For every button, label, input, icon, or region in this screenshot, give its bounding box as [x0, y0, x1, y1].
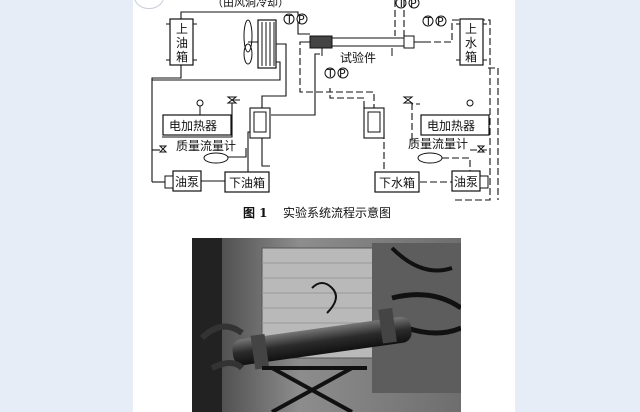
fan-icon	[243, 19, 258, 65]
lower-water-tank	[374, 171, 420, 193]
figure-title: 实验系统流程示意图	[283, 205, 391, 220]
water-filter-inner-right	[367, 111, 381, 133]
temperature-gauge-icon: T	[326, 67, 334, 80]
gauge-group-bottom: T P	[324, 67, 349, 80]
pressure-gauge-icon	[466, 99, 474, 107]
upper-oil-tank-label-1: 上	[176, 22, 188, 36]
upper-water-tank-label-1: 上	[465, 22, 477, 36]
upper-water-tank-label-3: 箱	[465, 49, 477, 64]
pump-motor-left	[164, 175, 174, 189]
figure-number: 图 1	[243, 206, 268, 220]
mass-flowmeter-right	[417, 152, 443, 164]
pressure-gauge-icon: P	[298, 13, 305, 26]
electric-heater-right	[420, 114, 490, 136]
mass-flowmeter-left	[203, 152, 229, 164]
upper-water-tank	[459, 18, 484, 66]
electric-heater-right-label: 电加热器	[427, 119, 475, 133]
pressure-gauge-icon: P	[410, 0, 417, 10]
test-piece-label: 试验件	[340, 50, 376, 65]
temperature-gauge-icon: T	[285, 13, 293, 26]
wind-tunnel-note: （由风洞冷却）	[212, 0, 289, 9]
valve-icon	[402, 96, 414, 104]
experiment-rig-photo	[192, 238, 461, 412]
upper-oil-tank-label-2: 油	[176, 36, 188, 50]
lower-oil-tank	[224, 171, 270, 193]
oil-filter-inner-left	[253, 111, 267, 133]
oil-pump-left-label: 油泵	[175, 175, 199, 189]
gauge-group-top: T P	[395, 0, 420, 10]
valve-icon	[476, 145, 486, 153]
mass-flowmeter-left-label: 质量流量计	[176, 139, 236, 153]
electric-heater-left	[162, 114, 232, 136]
electric-heater-left-label: 电加热器	[169, 119, 217, 133]
lower-oil-tank-label: 下油箱	[229, 175, 265, 190]
left-margin	[0, 0, 133, 412]
gauge-group-left: T P	[283, 13, 308, 26]
gauge-group-right: T P	[422, 15, 447, 28]
temperature-gauge-icon: T	[424, 15, 432, 28]
pressure-gauge-icon: P	[339, 67, 346, 80]
valve-icon	[226, 96, 238, 104]
valve-icon	[158, 145, 168, 153]
right-margin	[515, 0, 640, 412]
upper-oil-tank-label-3: 箱	[176, 49, 188, 64]
radiator-icon	[257, 19, 277, 69]
upper-water-tank-label-2: 水	[465, 36, 477, 50]
test-piece	[304, 35, 424, 56]
water-piping	[299, 0, 499, 201]
pressure-gauge-icon	[196, 99, 204, 107]
mass-flowmeter-right-label: 质量流量计	[408, 137, 468, 151]
pump-motor-right	[479, 175, 489, 189]
lower-water-tank-label: 下水箱	[379, 175, 415, 190]
temperature-gauge-icon: T	[397, 0, 405, 10]
water-pump-right-label: 油泵	[454, 175, 478, 189]
pressure-gauge-icon: P	[437, 15, 444, 28]
